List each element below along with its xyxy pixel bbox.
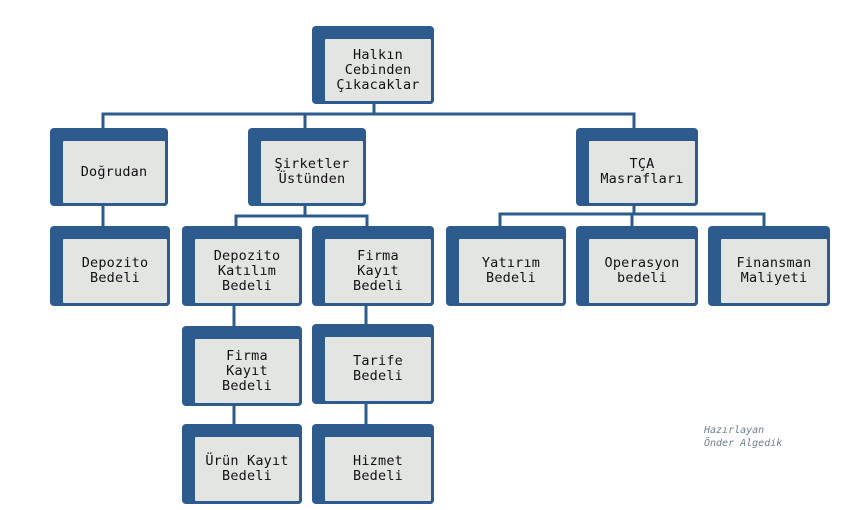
node-yatirim-label: Yatırım Bedeli (481, 255, 541, 286)
node-sirketler-label: Şirketler Üstünden (274, 156, 350, 187)
node-depozito-katilim: Depozito Katılım Bedeli (182, 226, 302, 306)
node-firma-kayit-2-label: Firma Kayıt Bedeli (222, 347, 272, 394)
node-operasyon-label: Operasyon bedeli (604, 255, 680, 286)
node-tca: TÇA Masrafları (576, 128, 698, 206)
node-tarife: Tarife Bedeli (312, 324, 434, 404)
node-firma-kayit-1-label: Firma Kayıt Bedeli (353, 247, 403, 294)
credit-line-1: Hazırlayan (704, 425, 765, 436)
node-urun-kayit: Ürün Kayıt Bedeli (182, 424, 302, 504)
node-urun-kayit-label: Ürün Kayıt Bedeli (205, 453, 289, 484)
node-root: Halkın Cebinden Çıkacaklar (312, 26, 434, 104)
node-sirketler: Şirketler Üstünden (248, 128, 366, 206)
node-tca-label: TÇA Masrafları (600, 156, 684, 187)
node-finansman: Finansman Maliyeti (708, 226, 830, 306)
node-finansman-label: Finansman Maliyeti (736, 255, 812, 286)
node-firma-kayit-1: Firma Kayıt Bedeli (312, 226, 434, 306)
author-credit: Hazırlayan Önder Algedik (704, 424, 782, 450)
node-yatirim: Yatırım Bedeli (446, 226, 566, 306)
node-root-label: Halkın Cebinden Çıkacaklar (336, 46, 420, 93)
node-depozito-katilim-label: Depozito Katılım Bedeli (213, 247, 281, 294)
node-dogrudan-label: Doğrudan (80, 163, 148, 180)
node-hizmet-label: Hizmet Bedeli (353, 453, 403, 484)
node-dogrudan: Doğrudan (50, 128, 168, 206)
node-tarife-label: Tarife Bedeli (353, 353, 403, 384)
node-hizmet: Hizmet Bedeli (312, 424, 434, 504)
node-depozito-bedeli: Depozito Bedeli (50, 226, 170, 306)
node-depozito-bedeli-label: Depozito Bedeli (81, 255, 149, 286)
node-firma-kayit-2: Firma Kayıt Bedeli (182, 326, 302, 406)
node-operasyon: Operasyon bedeli (576, 226, 698, 306)
credit-line-2: Önder Algedik (704, 438, 783, 449)
